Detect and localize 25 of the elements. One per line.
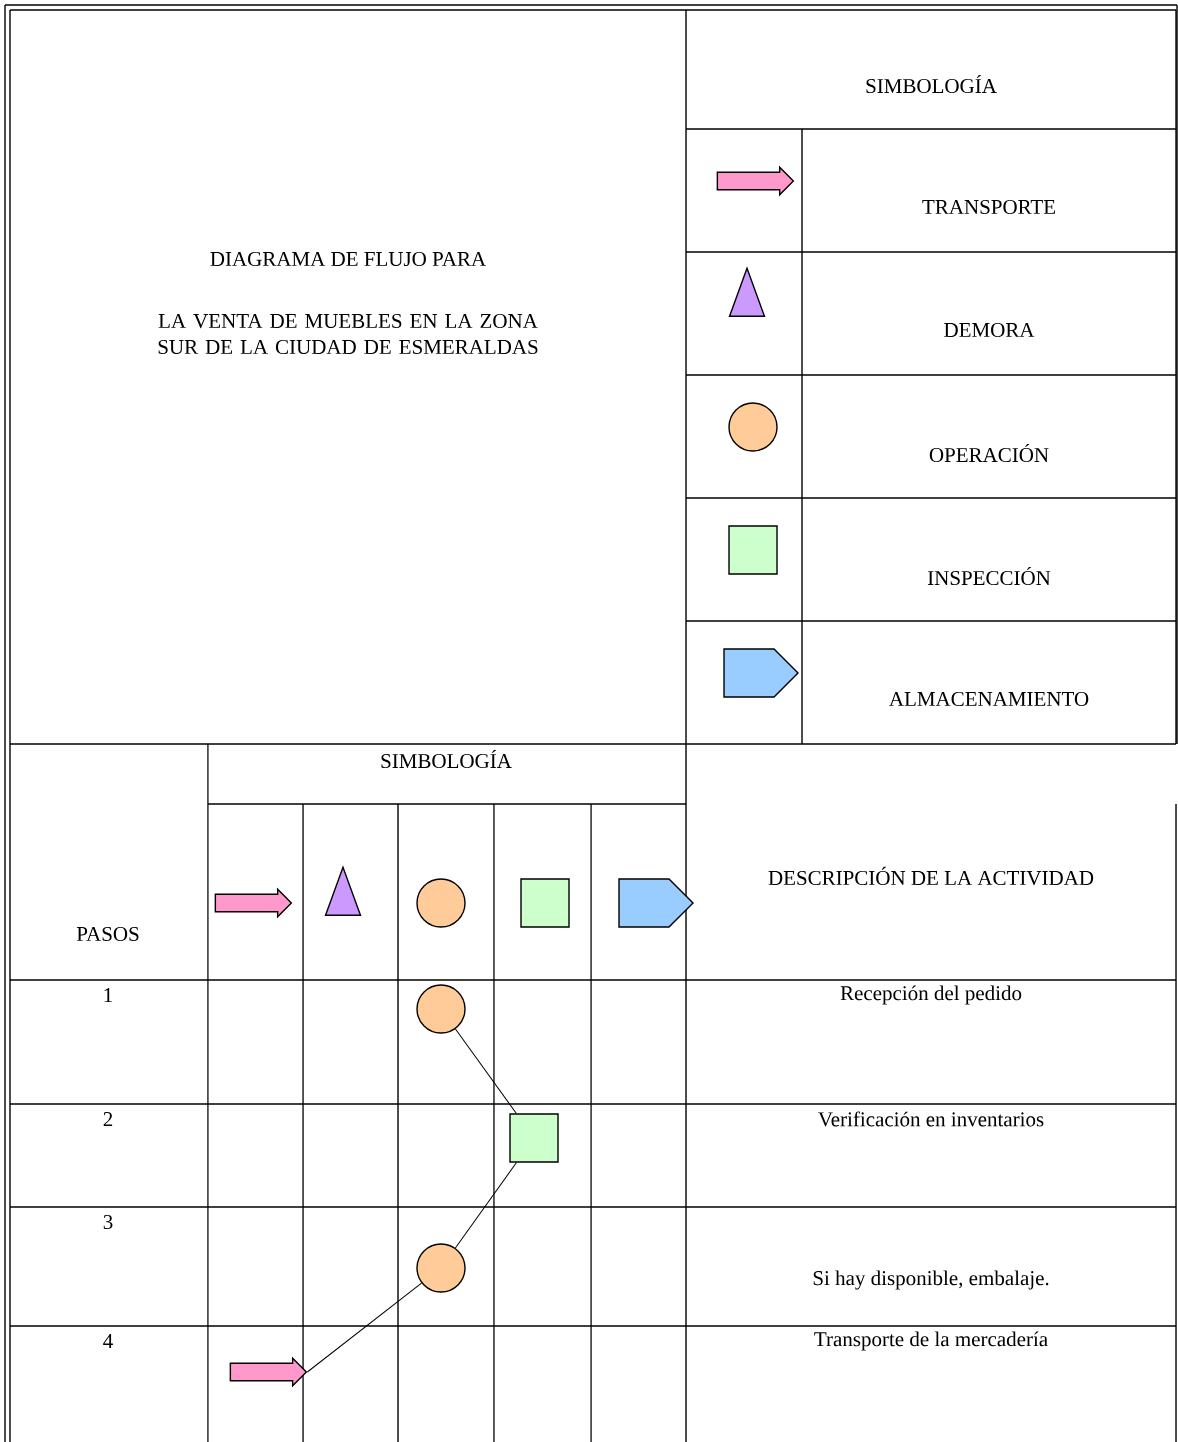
step-number: 1 (104, 988, 112, 1002)
heading: SIMBOLOGÍA (866, 74, 997, 94)
connector-line (454, 1028, 517, 1114)
legend-label: INSPECCIÓN (927, 566, 1051, 586)
circle-symbol (416, 1243, 466, 1293)
legend-label: DEMORA (944, 322, 1035, 338)
activity-description: Recepción del pedido (840, 985, 1022, 1005)
legend-label: OPERACIÓN (929, 443, 1049, 463)
column-heading: DESCRIPCIÓN DE LA ACTIVIDAD (768, 866, 1094, 886)
legend-label: ALMACENAMIENTO (889, 691, 1089, 707)
subtitle: LA VENTA DE MUEBLES EN LA ZONA SUR DE LA CIUDAD DE ESMERALDAS (158, 313, 538, 355)
step-number: 2 (103, 1112, 113, 1126)
connector-line (454, 1162, 517, 1249)
circle-symbol (416, 984, 466, 1034)
step-number: 3 (103, 1214, 113, 1230)
activity-description: Verificación en inventarios (818, 1111, 1044, 1127)
square-symbol (509, 1113, 559, 1163)
title: DIAGRAMA DE FLUJO PARA (210, 251, 486, 267)
activity-description: Transporte de la mercadería (814, 1331, 1048, 1351)
heading: SIMBOLOGÍA (381, 749, 512, 769)
column-heading: PASOS (76, 926, 139, 942)
activity-description: Si hay disponible, embalaje. (813, 1270, 1049, 1290)
legend-label: TRANSPORTE (922, 199, 1055, 215)
step-number: 4 (103, 1334, 113, 1348)
connector-line (306, 1282, 422, 1373)
